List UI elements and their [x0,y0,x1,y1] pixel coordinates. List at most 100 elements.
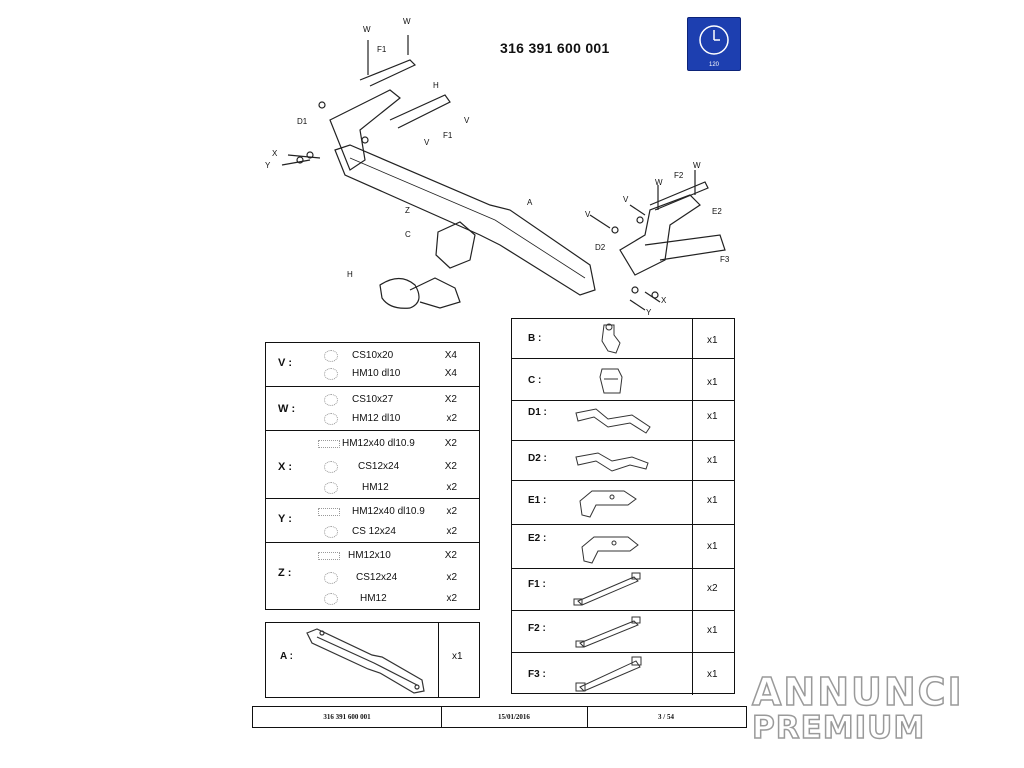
diagram-label-w: W [693,161,701,170]
tow-ball-outline [379,277,420,309]
fastener-desc: CS12x24 [356,572,398,583]
diagram-label-w: W [363,25,371,34]
fastener-desc: HM12 [360,593,387,604]
part-label: F1 : [528,579,546,590]
diagram-label-d2: D2 [595,243,606,252]
washer-icon [324,572,338,584]
part-row-b: B : x1 [512,319,734,359]
washer-icon [324,526,338,538]
fastener-desc: CS 12x24 [352,526,396,537]
part-divider [692,319,693,358]
part-divider [692,525,693,568]
main-part-box: A : x1 [265,622,480,698]
fastener-line: CS 12x24 x2 [312,524,471,540]
washer-icon [324,461,338,473]
part-qty: x2 [707,583,718,594]
diagram-label-a: A [527,198,533,207]
diagram-label-y: Y [265,161,271,170]
bolt-icon [318,552,340,560]
part-qty: x1 [707,335,718,346]
diagram-label-w: W [655,178,663,187]
nut-icon [324,593,338,605]
part-qty: x1 [707,377,718,388]
crossbar-icon [306,628,425,694]
footer-bar: 316 391 600 001 15/01/2016 3 / 54 [252,706,747,728]
tow-ball-icon [601,323,621,354]
diagram-label-c: C [405,230,411,239]
part-label: F3 : [528,669,546,680]
nut-icon [324,482,338,494]
part-label: D1 : [528,407,547,418]
diagram-label-d1: D1 [297,117,308,126]
fastener-desc: HM12 dl10 [352,413,401,424]
angle-bracket-icon [579,490,637,518]
part-row-e1: E1 : x1 [512,481,734,525]
nut-icon [324,368,338,380]
bolt-icon [318,508,340,516]
main-part-qty: x1 [452,651,463,662]
part-label: B : [528,333,542,344]
part-label: E1 : [528,495,547,506]
watermark-line2: PREMIUM [751,709,926,747]
watermark: ANNUNCI PREMIUM [751,669,984,747]
diagram-label-w: W [403,17,411,26]
main-part-label: A : [280,651,293,662]
strap-icon [575,616,641,648]
diagram-label-v: V [464,116,470,125]
diagram-label-f1: F1 [443,131,453,140]
part-label: C : [528,375,542,386]
fastener-qty: X2 [444,394,457,405]
fastener-qty: x2 [446,526,457,537]
fastener-key: X : [278,461,293,473]
assembly-diagram: W W F1 H D1 X Y V F1 V Z C A H F2 W W V … [265,17,730,317]
footer-divider [441,707,442,727]
diagram-label-v: V [623,195,629,204]
footer-divider [587,707,588,727]
part-label: D2 : [528,453,547,464]
diagram-label-e2: E2 [712,207,722,216]
part-row-d1: D1 : x1 [512,401,734,441]
socket-plate-outline [435,221,476,269]
diagram-label-y: Y [646,308,652,317]
diagram-label-h: H [347,270,353,279]
footer-date: 15/01/2016 [498,713,530,721]
fastener-key: Y : [278,513,292,525]
fastener-qty: X2 [444,438,457,449]
fastener-desc: CS10x20 [352,350,394,361]
part-qty: x1 [707,455,718,466]
diagram-label-f1: F1 [377,45,387,54]
fastener-line: CS12x24 x2 [312,570,471,586]
part-qty: x1 [707,411,718,422]
part-divider [692,481,693,524]
fastener-qty: X2 [444,550,457,561]
diagram-label-z: Z [405,206,410,215]
clock-badge: 120 [687,17,741,71]
part-label: E2 : [528,533,547,544]
strap-icon [573,572,641,606]
bracket-icon [575,408,651,434]
part-row-c: C : x1 [512,359,734,401]
diagram-label-v: V [424,138,430,147]
main-part-divider [438,623,439,697]
part-number: 316 391 600 001 [500,40,610,56]
fastener-desc: HM12 [362,482,389,493]
diagram-label-v: V [585,210,591,219]
fastener-qty: x2 [446,572,457,583]
fastener-key: Z : [278,567,292,579]
footer-part-number: 316 391 600 001 [323,713,371,721]
part-qty: x1 [707,541,718,552]
part-divider [692,611,693,652]
part-divider [692,359,693,400]
part-divider [692,569,693,610]
fastener-qty: X4 [444,368,457,379]
watermark-line1: ANNUNCI [751,669,964,715]
